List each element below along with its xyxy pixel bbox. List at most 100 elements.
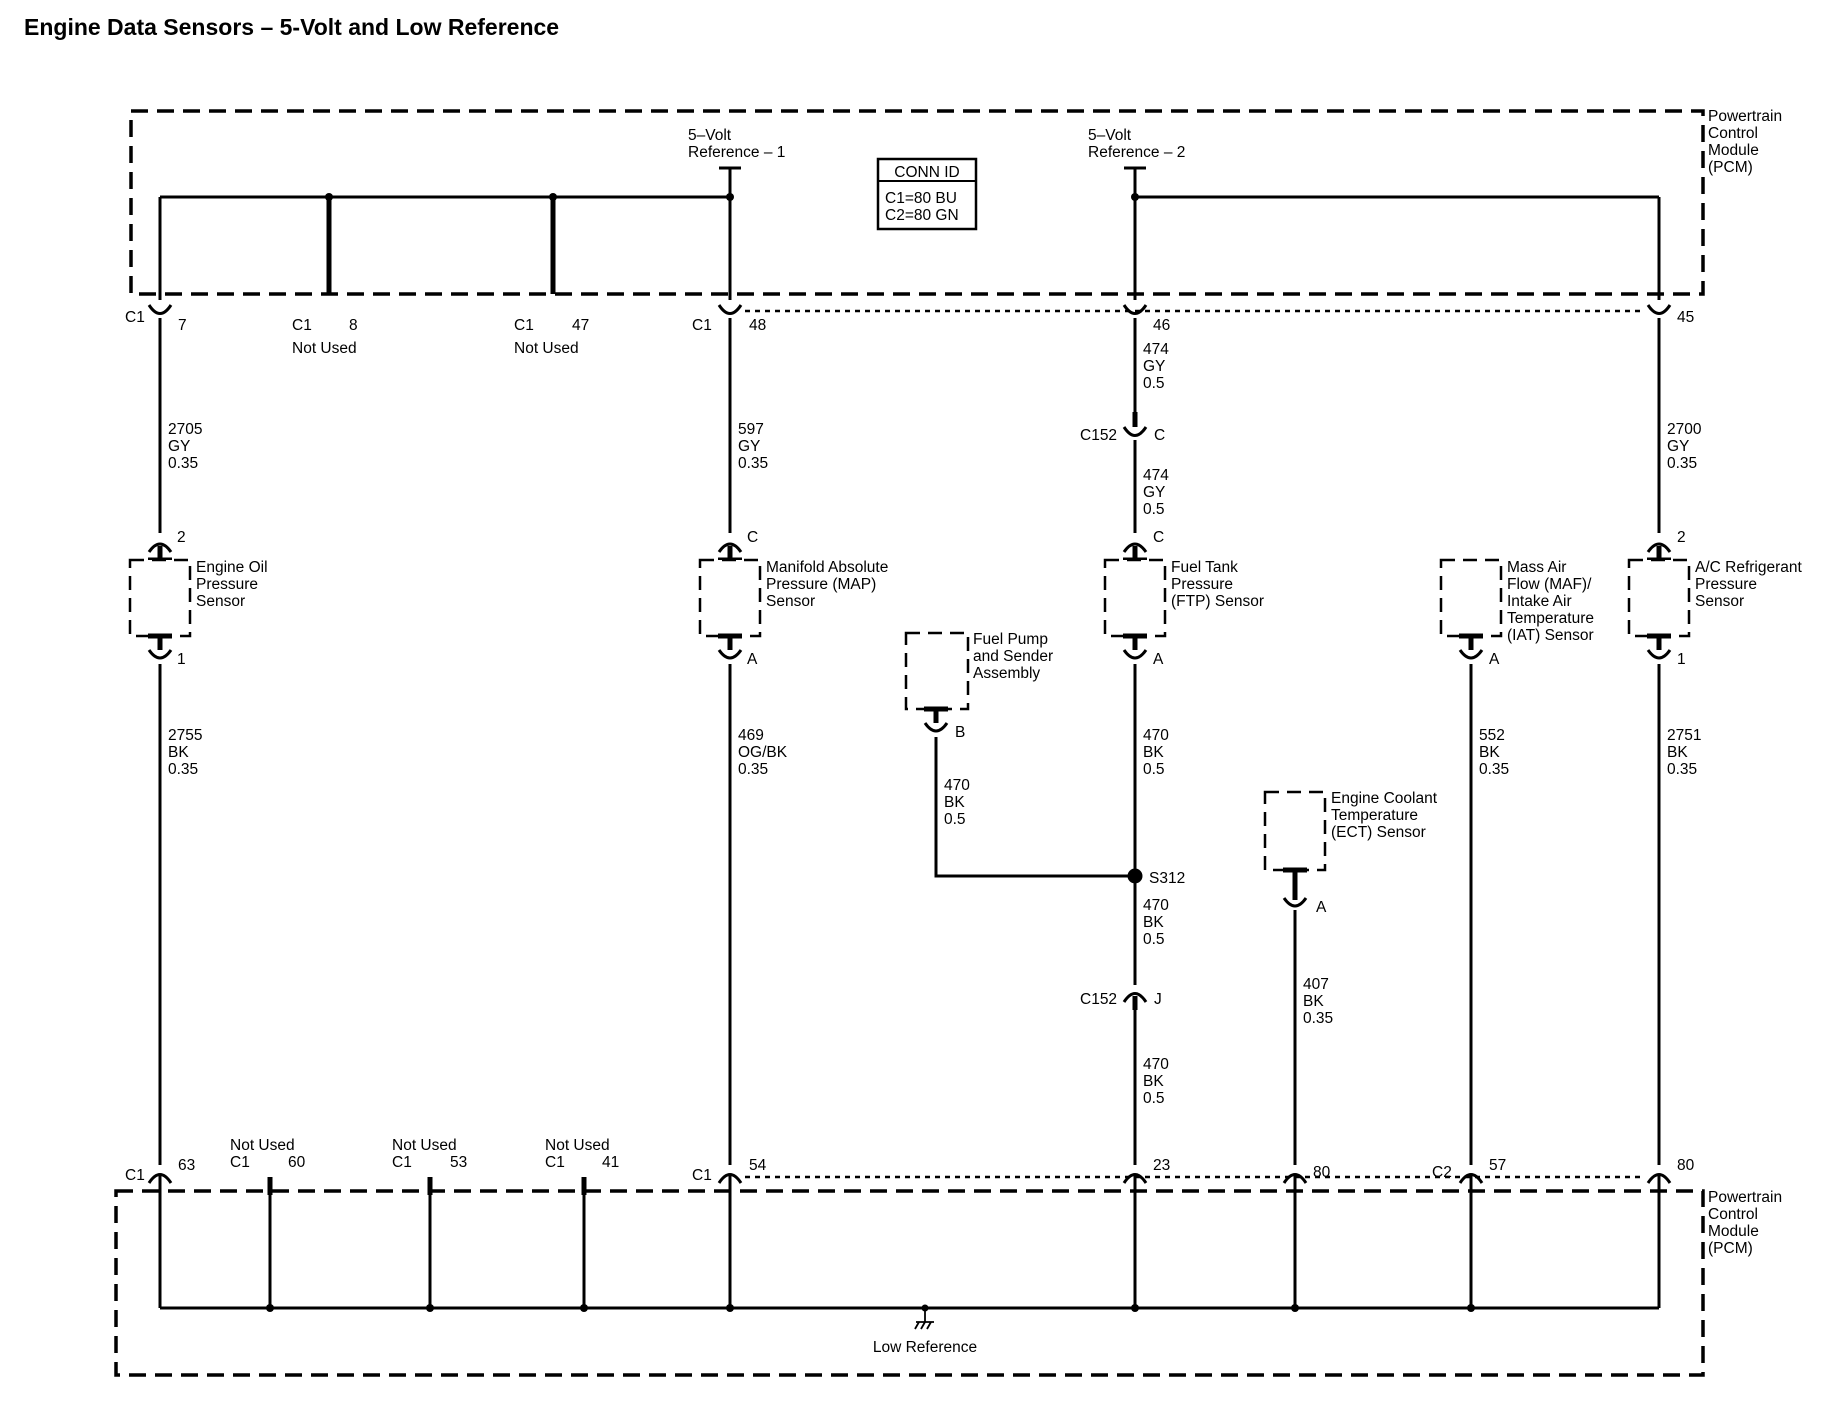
svg-text:GY: GY bbox=[738, 438, 760, 455]
wire-label-552: 552 BK 0.35 bbox=[1479, 727, 1509, 778]
pcm-label-bottom: Powertrain Control Module (PCM) bbox=[1708, 1189, 1782, 1257]
svg-text:0.35: 0.35 bbox=[738, 761, 768, 778]
bottom-pin-80-ect: 80 bbox=[1282, 1164, 1331, 1308]
svg-text:57: 57 bbox=[1489, 1157, 1506, 1174]
svg-text:C: C bbox=[1153, 529, 1164, 546]
bottom-pin-c2-57: C2 57 bbox=[1432, 1157, 1506, 1308]
top-pin-45: 45 bbox=[1646, 304, 1694, 326]
svg-text:A: A bbox=[1316, 899, 1327, 916]
svg-text:Not Used: Not Used bbox=[392, 1137, 457, 1154]
wire-label-474-upper: 474 GY 0.5 bbox=[1143, 341, 1169, 392]
ftp-sensor-label: Fuel Tank Pressure (FTP) Sensor bbox=[1171, 559, 1264, 610]
svg-text:Manifold Absolute: Manifold Absolute bbox=[766, 559, 888, 576]
svg-text:C152: C152 bbox=[1080, 991, 1117, 1008]
svg-text:C1: C1 bbox=[292, 317, 312, 334]
svg-text:54: 54 bbox=[749, 1157, 767, 1174]
svg-text:552: 552 bbox=[1479, 727, 1505, 744]
svg-text:A: A bbox=[1489, 651, 1500, 668]
svg-text:A: A bbox=[747, 651, 758, 668]
svg-text:0.35: 0.35 bbox=[738, 455, 768, 472]
svg-text:Sensor: Sensor bbox=[196, 593, 245, 610]
svg-text:OG/BK: OG/BK bbox=[738, 744, 788, 761]
svg-text:Reference – 2: Reference – 2 bbox=[1088, 144, 1185, 161]
svg-text:BK: BK bbox=[1667, 744, 1688, 761]
svg-text:597: 597 bbox=[738, 421, 764, 438]
c152-connector-j: C152 J bbox=[1080, 991, 1162, 1010]
svg-text:0.35: 0.35 bbox=[1479, 761, 1509, 778]
svg-text:Module: Module bbox=[1708, 142, 1759, 159]
wire-label-2751: 2751 BK 0.35 bbox=[1667, 727, 1701, 778]
top-pin-c1-47: C1 47 Not Used bbox=[514, 317, 589, 357]
svg-text:5–Volt: 5–Volt bbox=[688, 127, 732, 144]
svg-text:BK: BK bbox=[944, 794, 965, 811]
svg-text:60: 60 bbox=[288, 1154, 306, 1171]
pcm-bottom-box bbox=[114, 1189, 1705, 1377]
fuel-pump-label: Fuel Pump and Sender Assembly bbox=[973, 631, 1053, 682]
maf-sensor-connector-bottom: A bbox=[1458, 633, 1500, 668]
svg-text:0.5: 0.5 bbox=[1143, 761, 1165, 778]
svg-text:GY: GY bbox=[1667, 438, 1689, 455]
svg-text:80: 80 bbox=[1677, 1157, 1695, 1174]
svg-text:C: C bbox=[747, 529, 758, 546]
svg-text:Powertrain: Powertrain bbox=[1708, 108, 1782, 125]
svg-text:C1: C1 bbox=[230, 1154, 250, 1171]
maf-sensor-label: Mass Air Flow (MAF)/ Intake Air Temperat… bbox=[1507, 559, 1594, 644]
svg-text:469: 469 bbox=[738, 727, 764, 744]
svg-text:C: C bbox=[1154, 427, 1165, 444]
svg-text:2: 2 bbox=[177, 529, 186, 546]
bottom-pin-c1-63: C1 63 bbox=[125, 1157, 195, 1308]
svg-text:(PCM): (PCM) bbox=[1708, 159, 1753, 176]
top-pin-c1-48: C1 48 bbox=[692, 304, 766, 334]
svg-text:470: 470 bbox=[944, 777, 970, 794]
svg-text:BK: BK bbox=[1143, 1073, 1164, 1090]
conn-id-box: CONN ID C1=80 BU C2=80 GN bbox=[876, 157, 978, 231]
svg-text:Assembly: Assembly bbox=[973, 665, 1040, 682]
svg-text:2755: 2755 bbox=[168, 727, 202, 744]
ref1-label: 5–Volt Reference – 1 bbox=[688, 127, 785, 161]
svg-text:470: 470 bbox=[1143, 897, 1169, 914]
svg-text:J: J bbox=[1154, 991, 1162, 1008]
map-sensor-connector-top: C bbox=[717, 529, 758, 563]
svg-text:407: 407 bbox=[1303, 976, 1329, 993]
svg-text:0.5: 0.5 bbox=[1143, 375, 1165, 392]
svg-text:2700: 2700 bbox=[1667, 421, 1702, 438]
svg-text:45: 45 bbox=[1677, 309, 1694, 326]
ac-sensor-connector-top: 2 bbox=[1646, 529, 1686, 563]
svg-text:BK: BK bbox=[1143, 744, 1164, 761]
svg-text:C152: C152 bbox=[1080, 427, 1117, 444]
svg-text:BK: BK bbox=[168, 744, 189, 761]
svg-text:23: 23 bbox=[1153, 1157, 1170, 1174]
svg-text:A/C Refrigerant: A/C Refrigerant bbox=[1695, 559, 1803, 576]
svg-text:C1: C1 bbox=[125, 1167, 145, 1184]
svg-text:Engine Coolant: Engine Coolant bbox=[1331, 790, 1438, 807]
svg-text:63: 63 bbox=[178, 1157, 195, 1174]
wire-label-2705: 2705 GY 0.35 bbox=[168, 421, 202, 472]
wire-label-597: 597 GY 0.35 bbox=[738, 421, 768, 472]
svg-text:CONN ID: CONN ID bbox=[894, 164, 959, 181]
svg-text:0.35: 0.35 bbox=[1667, 761, 1697, 778]
svg-text:Not Used: Not Used bbox=[292, 340, 357, 357]
wire-label-470-splice: 470 BK 0.5 bbox=[1143, 897, 1169, 948]
svg-text:Control: Control bbox=[1708, 125, 1758, 142]
svg-text:C1: C1 bbox=[692, 1167, 712, 1184]
map-sensor-connector-bottom: A bbox=[717, 633, 758, 668]
svg-text:41: 41 bbox=[602, 1154, 619, 1171]
svg-text:8: 8 bbox=[349, 317, 358, 334]
svg-text:Engine Oil: Engine Oil bbox=[196, 559, 268, 576]
svg-text:0.5: 0.5 bbox=[1143, 931, 1165, 948]
svg-text:Sensor: Sensor bbox=[1695, 593, 1744, 610]
svg-text:470: 470 bbox=[1143, 1056, 1169, 1073]
bottom-pin-c1-54: C1 54 bbox=[692, 1157, 767, 1308]
wire-label-2755: 2755 BK 0.35 bbox=[168, 727, 202, 778]
svg-text:GY: GY bbox=[1143, 358, 1165, 375]
svg-text:C1: C1 bbox=[545, 1154, 565, 1171]
map-sensor-label: Manifold Absolute Pressure (MAP) Sensor bbox=[766, 559, 888, 610]
svg-text:80: 80 bbox=[1313, 1164, 1331, 1181]
svg-text:Fuel Tank: Fuel Tank bbox=[1171, 559, 1238, 576]
svg-text:Not Used: Not Used bbox=[514, 340, 579, 357]
svg-text:0.5: 0.5 bbox=[1143, 501, 1165, 518]
svg-text:A: A bbox=[1153, 651, 1164, 668]
svg-text:470: 470 bbox=[1143, 727, 1169, 744]
svg-text:(IAT) Sensor: (IAT) Sensor bbox=[1507, 627, 1594, 644]
